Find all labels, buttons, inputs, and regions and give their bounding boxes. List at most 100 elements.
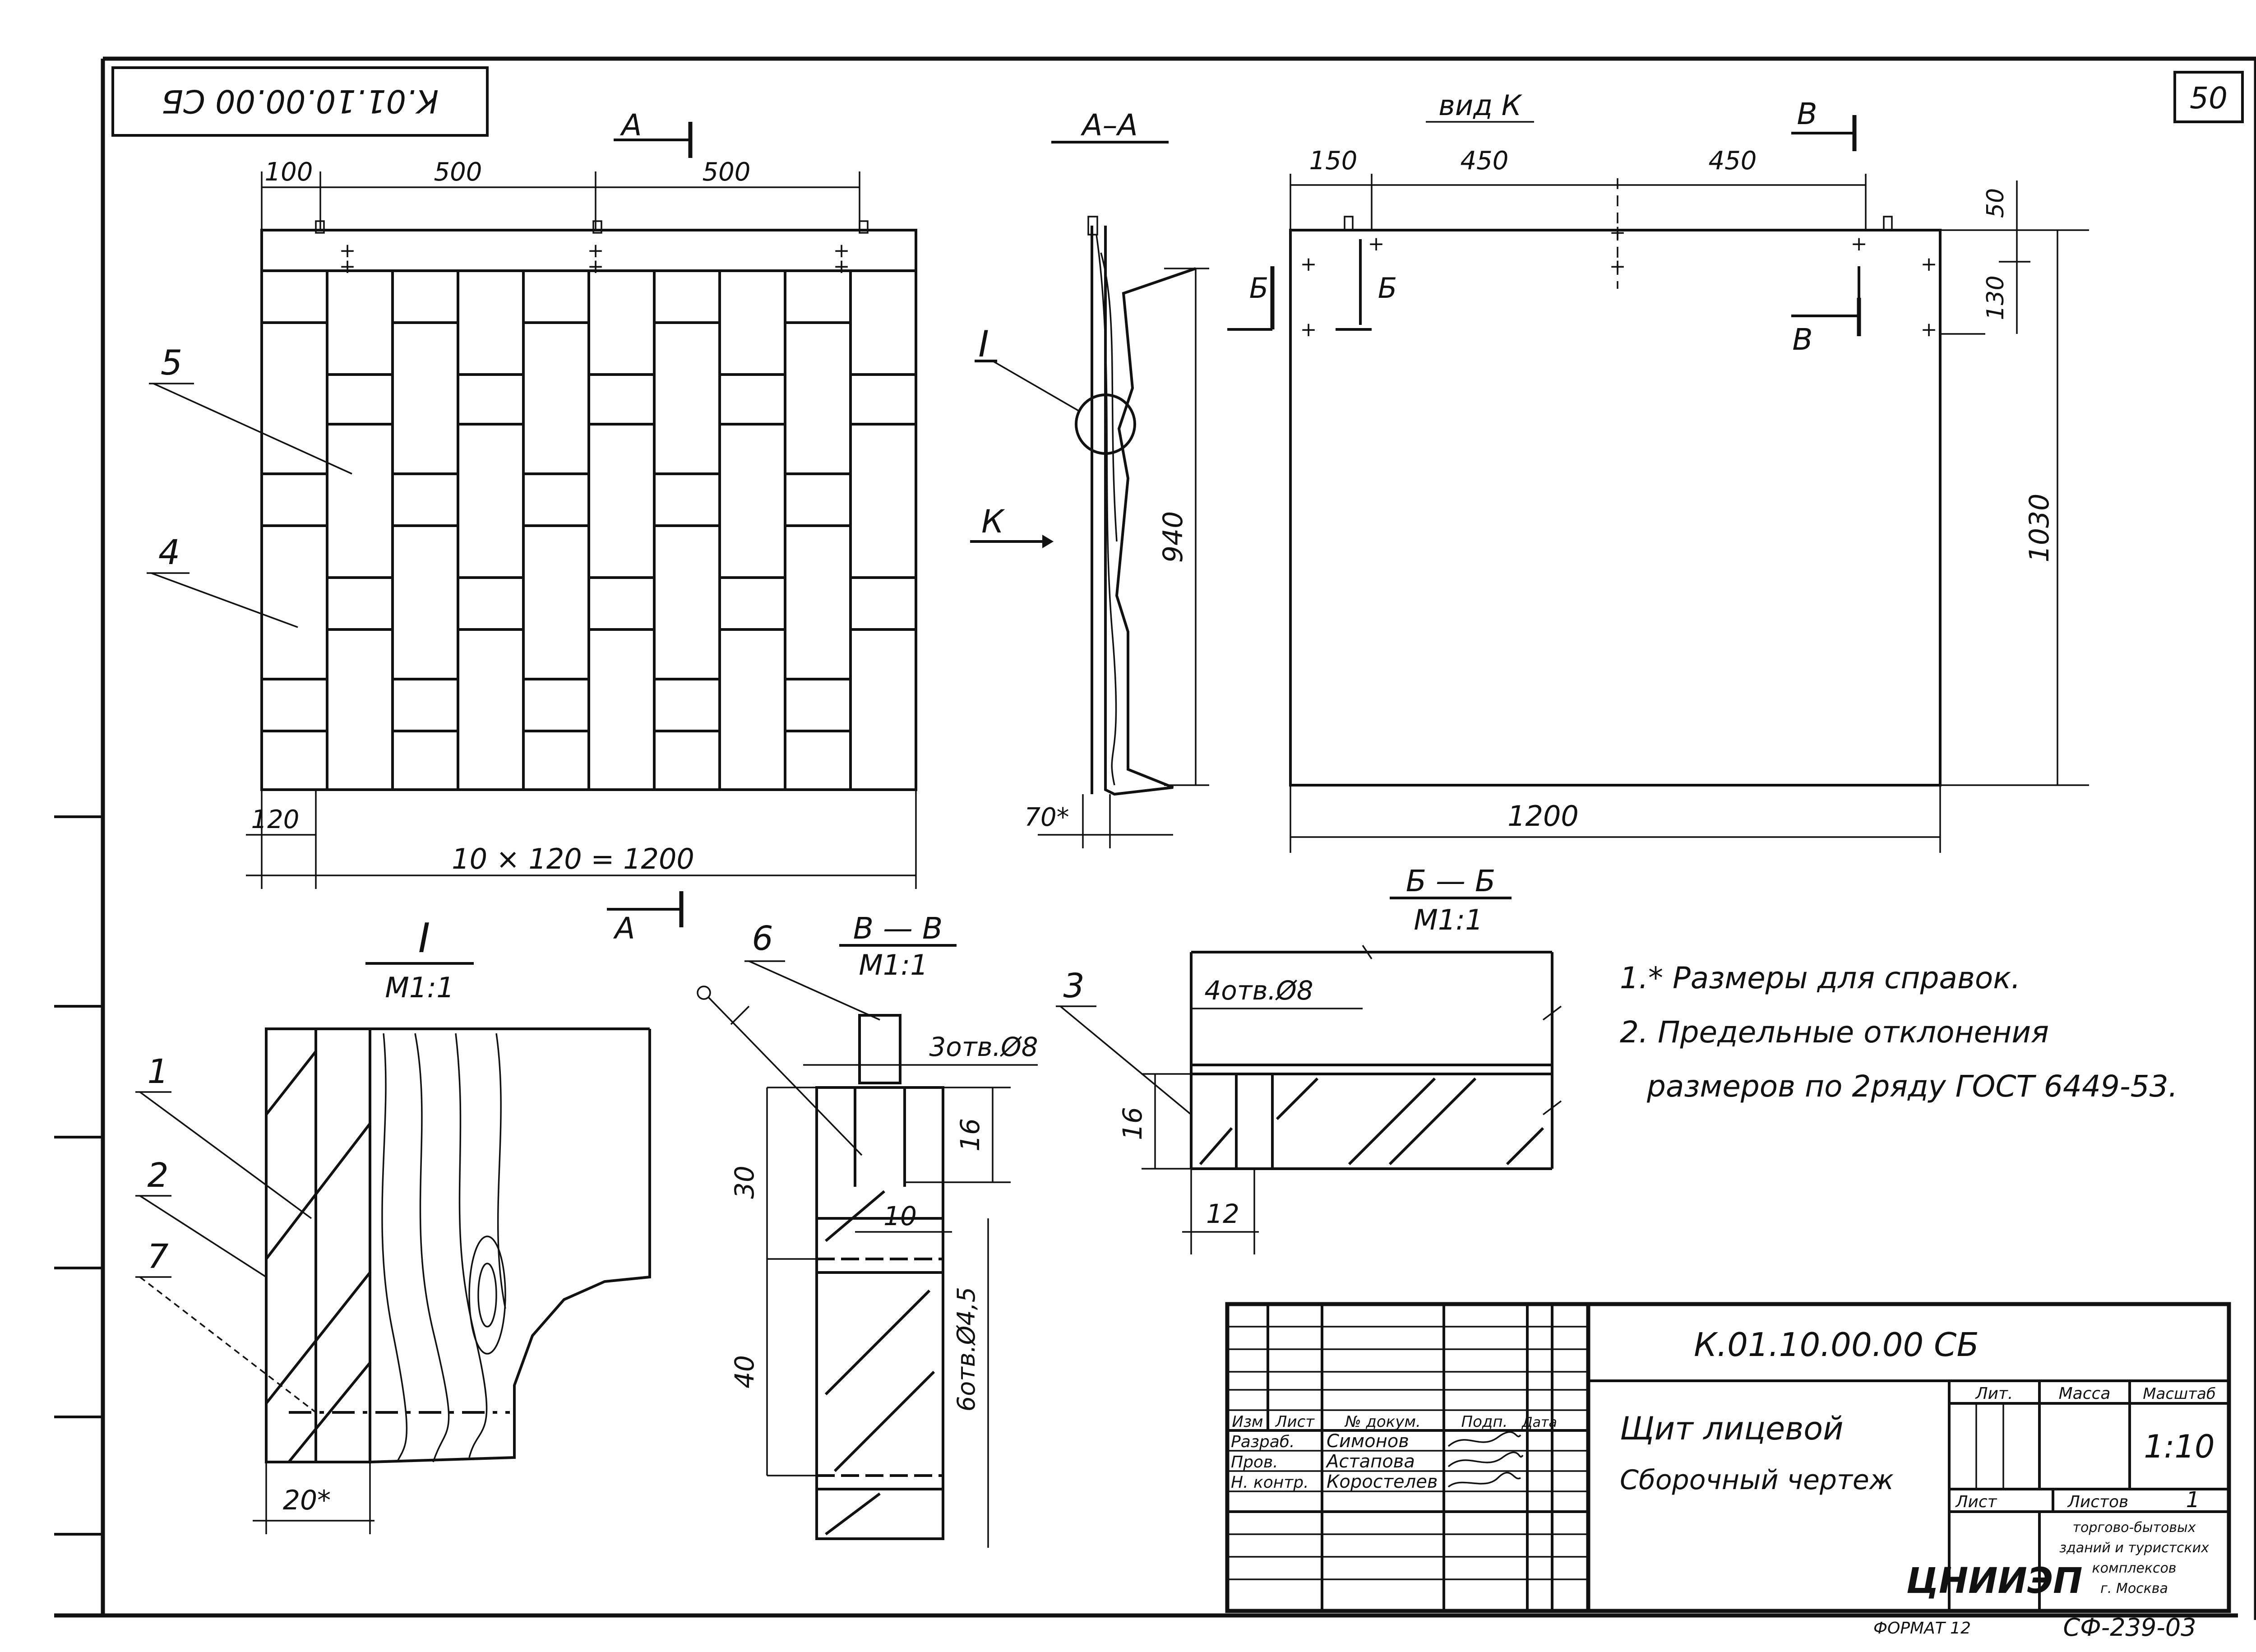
pos-2: 2: [147, 1156, 168, 1195]
pos-1: 1: [147, 1052, 168, 1091]
hdr-list: Лист: [1275, 1413, 1315, 1431]
section-vv-scale: М1:1: [859, 949, 928, 981]
hdr-izm: Изм: [1232, 1413, 1263, 1431]
dim-1200: 1200: [1507, 800, 1579, 833]
dim-16-vv: 16: [955, 1118, 985, 1152]
dim-12: 12: [1206, 1199, 1239, 1229]
org-line-3: комплексов: [2092, 1560, 2176, 1576]
cross-pieces: [262, 321, 916, 732]
cut-b-bottom: В: [1792, 322, 1812, 357]
section-aa-title: А–А: [1080, 108, 1137, 143]
tb-sheets: 1: [2186, 1487, 2200, 1513]
hdr-doc: № докум.: [1344, 1413, 1421, 1431]
dim-120: 120: [251, 805, 300, 834]
detail-mark-i: I: [978, 323, 989, 365]
dim-30: 30: [729, 1166, 760, 1199]
svg-text:+: +: [1921, 318, 1937, 341]
pos-6: 6: [752, 919, 773, 958]
pos-3: 3: [1063, 967, 1084, 1005]
detail-i-hatching: [265, 1050, 371, 1463]
dim-70: 70*: [1024, 803, 1069, 832]
tb-scale: 1:10: [2144, 1428, 2214, 1465]
org-line-2: зданий и туристских: [2059, 1540, 2209, 1556]
pos-4: 4: [158, 532, 180, 572]
svg-text:+: +: [833, 255, 850, 278]
name-3: Коростелев: [1327, 1472, 1438, 1492]
svg-text:+: +: [587, 255, 604, 278]
dim-130: 130: [1982, 275, 2009, 320]
role-1: Разраб.: [1231, 1433, 1294, 1451]
org-line-1: торгово-бытовых: [2073, 1520, 2196, 1536]
name-2: Астапова: [1325, 1451, 1415, 1472]
hdr-date: Дата: [1521, 1415, 1557, 1430]
hdr-sign: Подп.: [1461, 1413, 1508, 1431]
dim-16-bb: 16: [1117, 1107, 1148, 1140]
svg-text:+: +: [1851, 232, 1868, 255]
dim-450a: 450: [1461, 146, 1509, 176]
tb-name-1: Щит лицевой: [1620, 1410, 1844, 1447]
section-mark-a-top: А: [619, 108, 642, 143]
cut-b-top: В: [1797, 97, 1817, 131]
dim-20: 20*: [283, 1485, 331, 1516]
svg-text:+: +: [1368, 232, 1385, 255]
dim-50: 50: [1982, 188, 2009, 218]
dim-100: 100: [265, 157, 313, 187]
pos-5: 5: [161, 342, 182, 383]
view-mark-k: К: [981, 503, 1005, 540]
note-2: 2. Предельные отклонения: [1620, 1015, 2049, 1050]
tb-sheet-hdr: Лист: [1955, 1493, 1997, 1511]
dim-940: 940: [1157, 511, 1189, 563]
holes-side: 6отв.Ø4,5: [952, 1287, 980, 1411]
dim-1030: 1030: [2024, 494, 2055, 563]
detail-i-title: I: [418, 915, 430, 962]
svg-text:+: +: [587, 239, 604, 262]
cut-be-1: Б: [1249, 272, 1269, 305]
tb-mass: Масса: [2059, 1384, 2111, 1403]
svg-text:+: +: [833, 239, 850, 262]
dim-500b: 500: [703, 157, 751, 187]
cut-be-2: Б: [1378, 272, 1397, 305]
page-number-box: 50: [2173, 71, 2244, 123]
fastener-marks-k: + + + + + + + +: [1300, 216, 1937, 341]
front-view: + + + + + + 100 500 500 А 120 10 × 120 =…: [147, 108, 917, 946]
tb-lit: Лит.: [1975, 1384, 2013, 1403]
page-number: 50: [2190, 81, 2228, 116]
tb-code: К.01.10.00.00 СБ: [1694, 1326, 1979, 1364]
section-bb: Б — Б М1:1 3 4отв.Ø8 16: [1056, 864, 1562, 1254]
svg-text:+: +: [1609, 221, 1626, 244]
org-line-4: г. Москва: [2100, 1581, 2168, 1596]
tb-scale-hdr: Масштаб: [2143, 1385, 2216, 1403]
pos-7: 7: [147, 1237, 168, 1276]
section-mark-a-bottom: А: [613, 911, 635, 946]
holes-bb: 4отв.Ø8: [1204, 975, 1313, 1006]
section-bb-scale: М1:1: [1414, 903, 1483, 936]
title-block: Изм Лист № докум. Подп. Дата Разраб. Сим…: [1225, 1302, 2231, 1613]
dim-10: 10: [883, 1201, 917, 1231]
view-k-title: вид К: [1438, 89, 1522, 122]
name-1: Симонов: [1327, 1431, 1409, 1452]
holes-top: 3отв.Ø8: [929, 1032, 1038, 1062]
archive-code: СФ-239-03: [2063, 1613, 2196, 1642]
svg-text:+: +: [1921, 253, 1937, 276]
notes: 1.* Размеры для справок. 2. Предельные о…: [1620, 961, 2178, 1104]
org-logo: ЦНИИЭП: [1906, 1561, 2083, 1601]
section-bb-hatching: [1199, 1077, 1544, 1166]
mirrored-code: К.01.10.00.00 СБ: [162, 83, 439, 120]
section-vv: В — В М1:1 6 3отв.Ø8 16: [697, 911, 1038, 1548]
detail-i-scale: М1:1: [385, 971, 454, 1004]
dim-150: 150: [1309, 146, 1358, 176]
svg-text:+: +: [339, 239, 356, 262]
tb-name-2: Сборочный чертеж: [1620, 1464, 1894, 1496]
sheet-frame: [54, 56, 2256, 1620]
svg-text:+: +: [1300, 318, 1317, 341]
mirrored-code-box: К.01.10.00.00 СБ: [111, 66, 489, 137]
fastener-marks: + + + + + +: [315, 220, 869, 278]
section-vv-title: В — В: [853, 911, 943, 946]
note-3: размеров по 2ряду ГОСТ 6449-53.: [1646, 1069, 2178, 1104]
dim-450b: 450: [1709, 146, 1757, 176]
role-2: Пров.: [1231, 1453, 1278, 1472]
section-bb-title: Б — Б: [1406, 864, 1496, 898]
section-aa: А–А 940 I К 70*: [970, 108, 1209, 848]
tb-sheets-hdr: Листов: [2067, 1493, 2128, 1511]
